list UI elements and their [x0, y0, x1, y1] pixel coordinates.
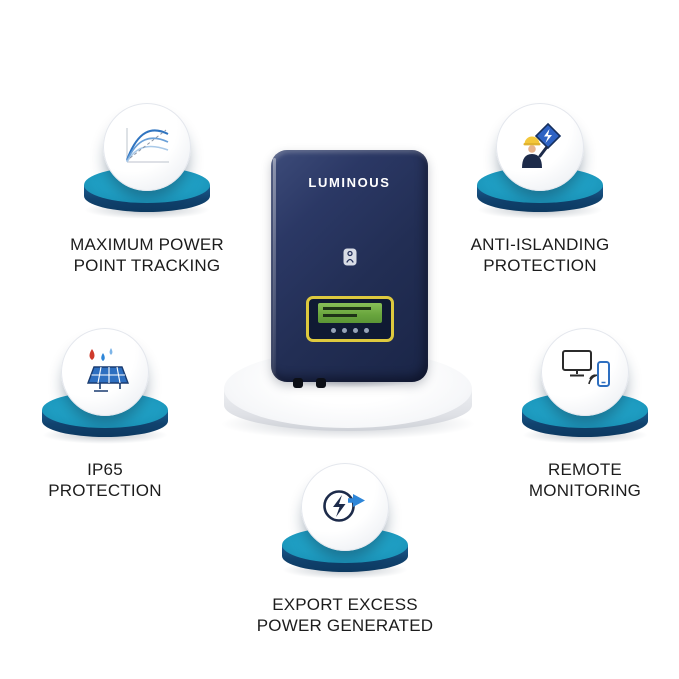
display-button — [330, 328, 336, 333]
feature-export-power: EXPORT EXCESS POWER GENERATED — [230, 463, 460, 636]
cable-gland — [316, 378, 326, 388]
feature-label: ANTI-ISLANDING PROTECTION — [471, 235, 610, 276]
center-platform — [216, 350, 480, 445]
feature-label: MAXIMUM POWER POINT TRACKING — [70, 235, 224, 276]
feature-label-line2: POWER GENERATED — [256, 615, 434, 635]
feature-label: IP65 PROTECTION — [48, 460, 161, 501]
feature-ip65: IP65 PROTECTION — [0, 328, 220, 501]
feature-label: REMOTE MONITORING — [529, 460, 641, 501]
monitor-smartphone-icon — [559, 348, 611, 397]
feature-label: EXPORT EXCESS POWER GENERATED — [257, 595, 433, 636]
solar-panel-rain-icon — [80, 347, 130, 398]
feature-mppt: MAXIMUM POWER POINT TRACKING — [32, 103, 262, 276]
feature-label-line1: MAXIMUM POWER — [70, 235, 224, 254]
mppt-curve-chart-icon — [122, 124, 172, 171]
feature-label-line2: PROTECTION — [483, 255, 597, 275]
luminous-emblem-icon — [343, 248, 357, 266]
display-button — [352, 328, 358, 333]
feature-label-line1: IP65 — [87, 460, 123, 479]
brand-logo-text: LUMINOUS — [308, 175, 391, 190]
cable-gland — [293, 378, 303, 388]
display-buttons — [315, 328, 385, 333]
export-power-icon-badge — [301, 463, 389, 551]
remote-monitoring-icon-badge — [541, 328, 629, 416]
feature-label-line1: EXPORT EXCESS — [272, 595, 418, 614]
lcd-display-module — [305, 296, 394, 342]
pedestal — [477, 167, 603, 219]
solar-inverter: LUMINOUS — [271, 150, 428, 388]
anti-islanding-icon-badge — [496, 103, 584, 191]
feature-anti-islanding: ANTI-ISLANDING PROTECTION — [425, 103, 655, 276]
lcd-screen — [317, 303, 382, 323]
display-button — [341, 328, 347, 333]
feature-remote-monitoring: REMOTE MONITORING — [470, 328, 679, 501]
worker-warning-sign-icon — [515, 122, 565, 173]
feature-label-line2: POINT TRACKING — [73, 255, 221, 275]
feature-label-line2: MONITORING — [528, 480, 642, 500]
feature-label-line1: ANTI-ISLANDING — [470, 235, 610, 254]
feature-label-line1: REMOTE — [548, 460, 622, 479]
mppt-icon-badge — [103, 103, 191, 191]
display-button — [363, 328, 369, 333]
ip65-icon-badge — [61, 328, 149, 416]
feature-label-line2: PROTECTION — [48, 480, 162, 500]
bolt-export-arrow-icon — [318, 484, 372, 531]
